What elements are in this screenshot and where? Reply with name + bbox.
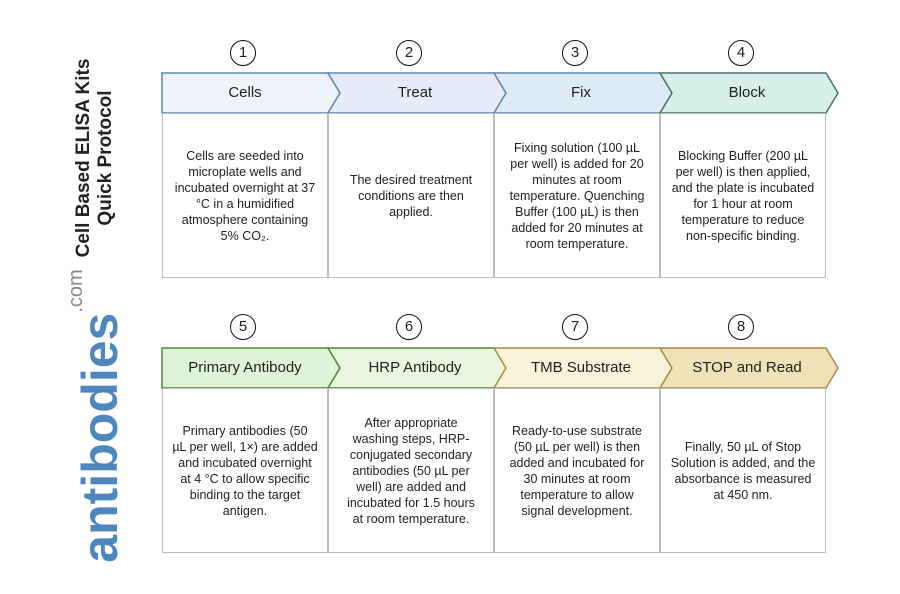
step-description: After appropriate washing steps, HRP- co… <box>328 388 494 553</box>
step-number: 5 <box>230 314 256 340</box>
step-label: Primary Antibody <box>188 359 302 376</box>
step-number: 4 <box>728 40 754 66</box>
step-label: Cells <box>228 84 262 101</box>
step-number: 7 <box>562 314 588 340</box>
step-number: 3 <box>562 40 588 66</box>
step-header-arrow <box>658 347 839 389</box>
step-label: Treat <box>397 84 433 101</box>
step-label: TMB Substrate <box>530 359 632 376</box>
step-header-arrow <box>658 72 839 114</box>
step-label: HRP Antibody <box>368 359 462 376</box>
step-number: 1 <box>230 40 256 66</box>
step-number: 6 <box>396 314 422 340</box>
step-description: Primary antibodies (50 µL per well, 1×) … <box>162 388 328 553</box>
step-label: Block <box>728 84 766 101</box>
step-description: Blocking Buffer (200 µL per well) is the… <box>660 113 826 278</box>
step-label: Fix <box>571 84 591 101</box>
step-label: STOP and Read <box>692 359 802 376</box>
step-number: 2 <box>396 40 422 66</box>
step-number: 8 <box>728 314 754 340</box>
step-description: Ready-to-use substrate (50 µL per well) … <box>494 388 660 553</box>
step-description: Cells are seeded into microplate wells a… <box>162 113 328 278</box>
step-description: Fixing solution (100 µL per well) is add… <box>494 113 660 278</box>
step-description: Finally, 50 µL of Stop Solution is added… <box>660 388 826 553</box>
step-description: The desired treatment conditions are the… <box>328 113 494 278</box>
